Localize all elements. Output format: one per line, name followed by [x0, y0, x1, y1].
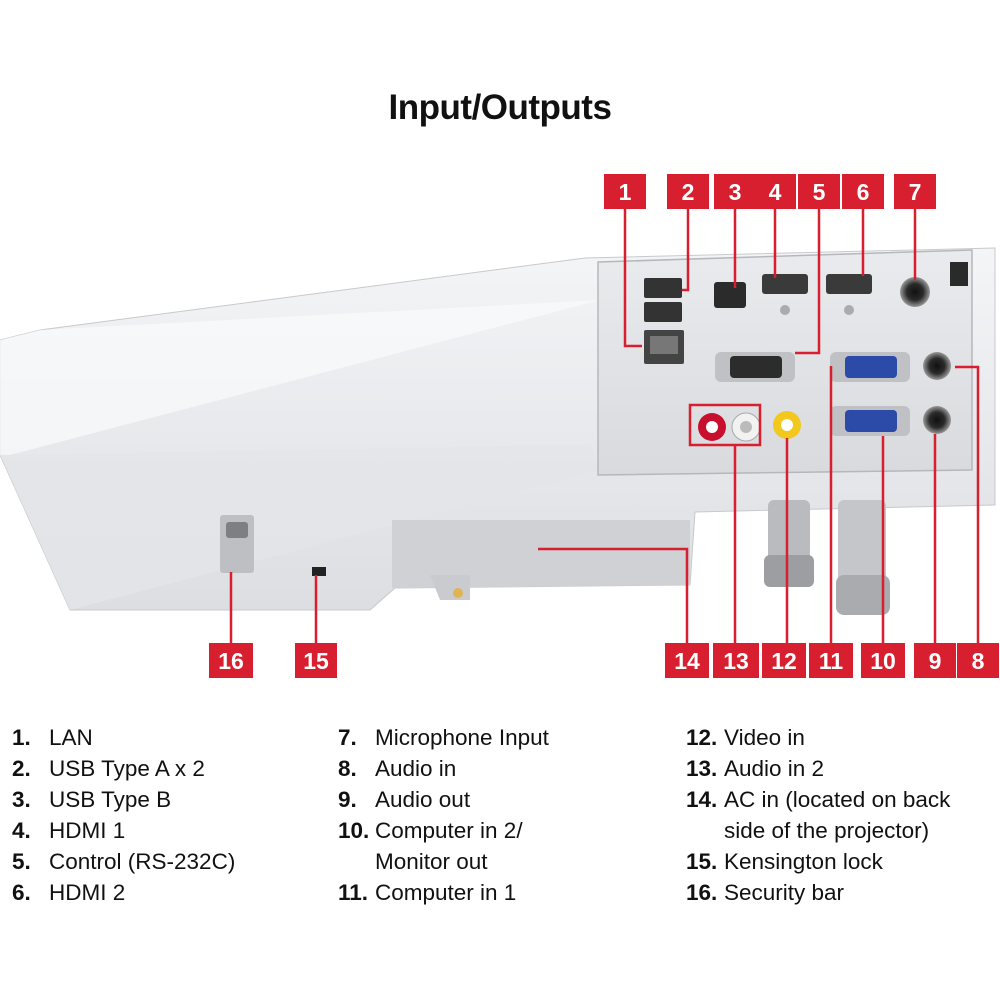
- callout-7: 7: [894, 174, 936, 209]
- svg-text:3: 3: [729, 179, 742, 205]
- legend-item: 2.USB Type A x 2: [12, 756, 205, 781]
- callout-2: 2: [667, 174, 709, 209]
- legend-item: 12.Video in: [686, 725, 805, 750]
- callout-4: 4: [754, 174, 796, 209]
- callout-14: 14: [665, 643, 709, 678]
- legend-item: 14.AC in (located on back side of the pr…: [686, 787, 951, 843]
- callout-13: 13: [713, 643, 759, 678]
- callout-10: 10: [861, 643, 905, 678]
- callout-11: 11: [809, 643, 853, 678]
- legend-item: 3.USB Type B: [12, 787, 172, 812]
- callout-5: 5: [798, 174, 840, 209]
- legend-column-1: 1.LAN 2.USB Type A x 2 3.USB Type B 4.HD…: [12, 722, 235, 908]
- callout-15: 15: [295, 643, 337, 678]
- svg-text:6: 6: [857, 179, 870, 205]
- svg-text:15: 15: [303, 648, 329, 674]
- legend-item: 9.Audio out: [338, 787, 471, 812]
- legend-item: 8.Audio in: [338, 756, 457, 781]
- callout-6: 6: [842, 174, 884, 209]
- callout-9: 9: [914, 643, 956, 678]
- legend-item: 7.Microphone Input: [338, 725, 549, 750]
- legend-item: 11.Computer in 1: [338, 880, 517, 905]
- svg-text:11: 11: [819, 648, 844, 674]
- legend-item: 10.Computer in 2/ Monitor out: [338, 818, 523, 874]
- svg-text:2: 2: [682, 179, 695, 205]
- page-title: Input/Outputs: [388, 88, 612, 127]
- svg-text:12: 12: [771, 648, 797, 674]
- callout-16: 16: [209, 643, 253, 678]
- legend-item: 15.Kensington lock: [686, 849, 883, 874]
- legend-item: 1.LAN: [12, 725, 93, 750]
- svg-text:4: 4: [769, 179, 782, 205]
- svg-text:13: 13: [723, 648, 749, 674]
- svg-text:8: 8: [972, 648, 985, 674]
- legend-column-3: 12.Video in 13.Audio in 2 14.AC in (loca…: [686, 722, 950, 908]
- svg-text:16: 16: [218, 648, 244, 674]
- svg-text:5: 5: [813, 179, 826, 205]
- projector-illustration: 1 2 3 4 5 6 7 8 9 10 11 12 13 14 15 16: [0, 174, 999, 678]
- legend-item: 4.HDMI 1: [12, 818, 126, 843]
- svg-text:1: 1: [619, 179, 632, 205]
- connector-panel: [597, 249, 973, 476]
- callout-8: 8: [957, 643, 999, 678]
- svg-text:9: 9: [929, 648, 942, 674]
- callout-1: 1: [604, 174, 646, 209]
- svg-text:14: 14: [674, 648, 700, 674]
- callout-lines: [229, 207, 980, 645]
- callout-badges: 1 2 3 4 5 6 7 8 9 10 11 12 13 14 15 16: [209, 174, 999, 678]
- legend-item: 5.Control (RS-232C): [12, 849, 236, 874]
- svg-text:7: 7: [909, 179, 922, 205]
- callout-3: 3: [714, 174, 756, 209]
- svg-text:10: 10: [870, 648, 896, 674]
- legend-item: 16.Security bar: [686, 880, 845, 905]
- legend-column-2: 7.Microphone Input 8.Audio in 9.Audio ou…: [338, 722, 549, 908]
- callout-12: 12: [762, 643, 806, 678]
- legend-item: 13.Audio in 2: [686, 756, 825, 781]
- legend-item: 6.HDMI 2: [12, 880, 126, 905]
